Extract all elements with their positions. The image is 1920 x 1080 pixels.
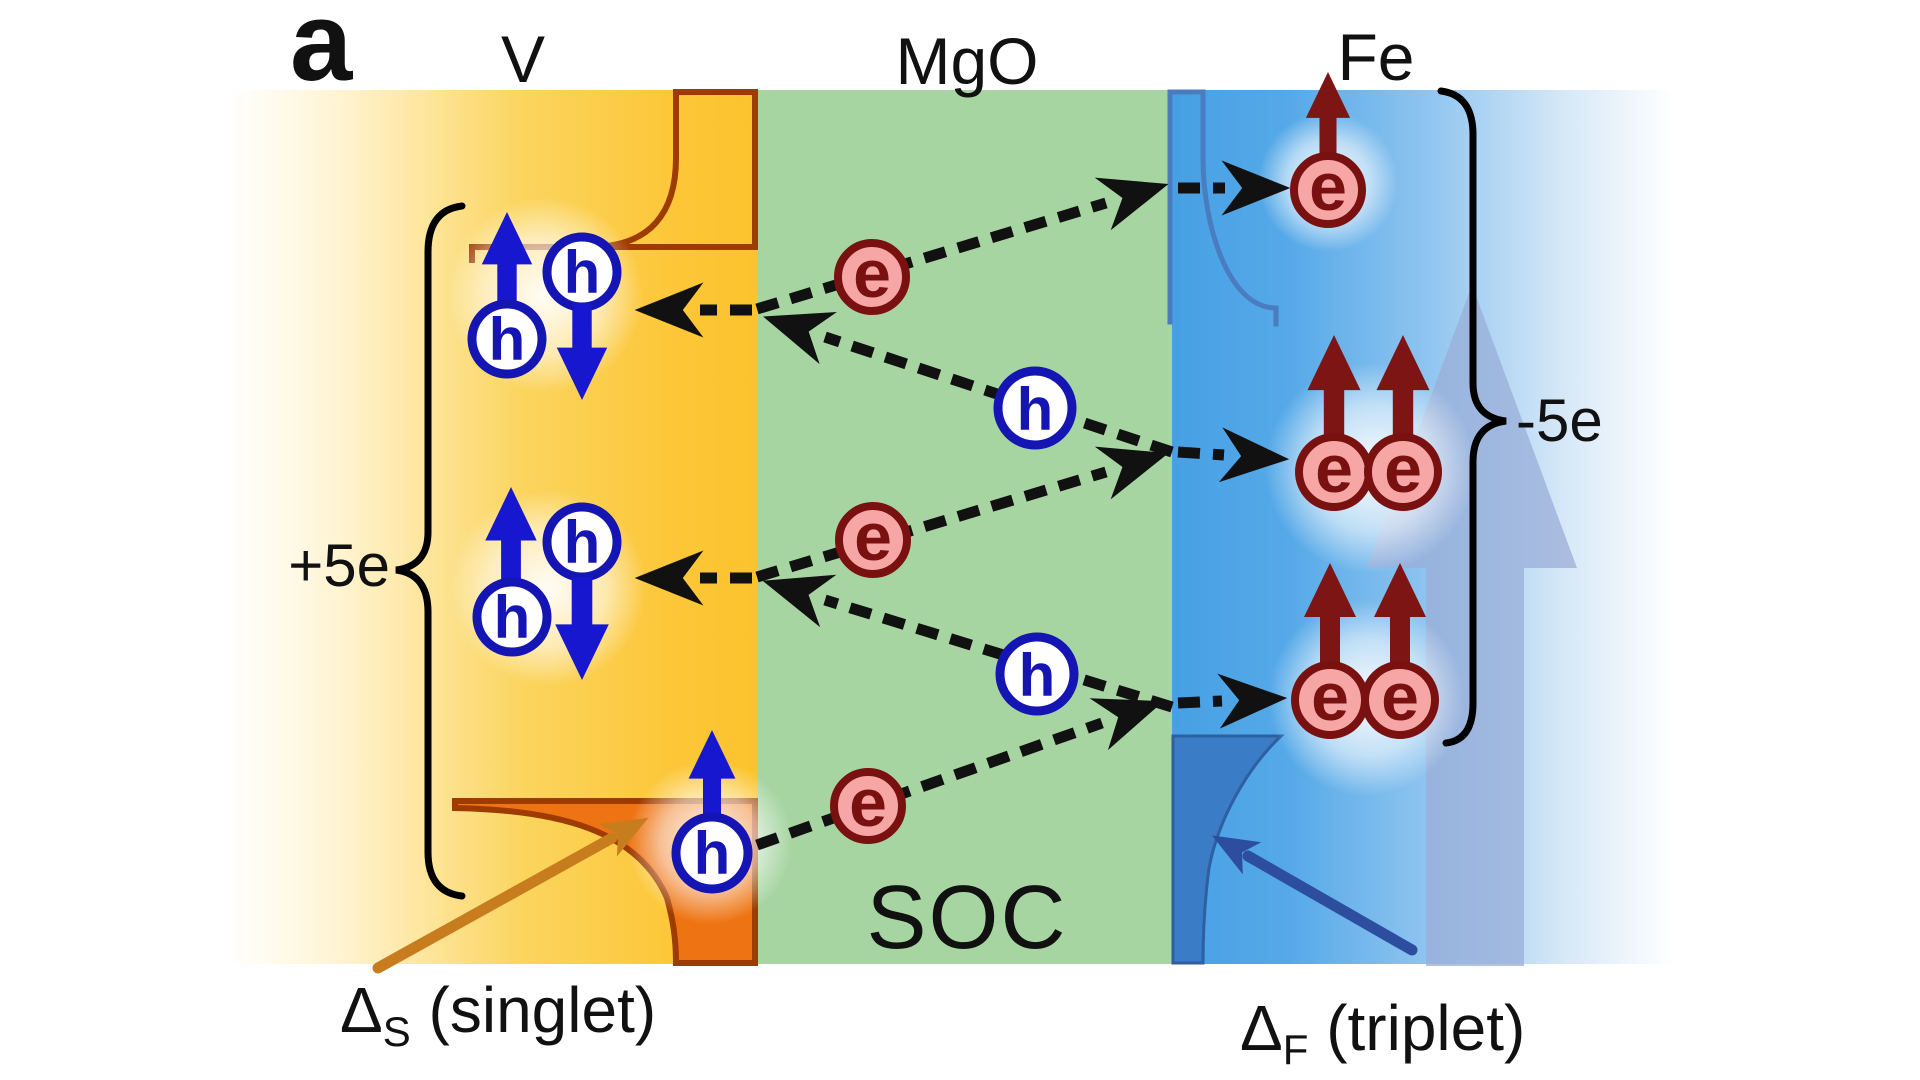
panel-label: a bbox=[290, 0, 353, 104]
singlet-gap-pointer-arrow bbox=[372, 817, 649, 974]
region-label-v: V bbox=[501, 22, 545, 96]
electron-symbol bbox=[830, 768, 906, 844]
hole-label: h bbox=[489, 306, 526, 373]
charge-label-minus-5e: -5e bbox=[1516, 387, 1603, 454]
soc-label: SOC bbox=[866, 868, 1067, 968]
singlet-gap-caption: ΔS (singlet) bbox=[340, 974, 656, 1055]
fe-electron-pair-bottom: e e bbox=[1291, 563, 1439, 739]
fe-injection-arrow-bottom bbox=[1177, 673, 1288, 729]
region-label-mgo: MgO bbox=[895, 24, 1038, 98]
mgo-particles: e h e h e bbox=[830, 236, 1079, 844]
electron-label: e bbox=[853, 236, 891, 312]
electron-label: e bbox=[1381, 659, 1419, 735]
minus-5e-brace bbox=[1437, 87, 1507, 747]
fe-dos-above-gap bbox=[1167, 89, 1279, 327]
electron-symbol bbox=[1364, 433, 1442, 511]
hole-label: h bbox=[694, 820, 731, 887]
hole-pair-middle: h h bbox=[472, 487, 622, 680]
hole-label: h bbox=[1017, 376, 1054, 443]
charge-label-plus-5e: +5e bbox=[288, 532, 390, 599]
hole-symbol bbox=[467, 299, 547, 379]
triplet-condensate-dos bbox=[1171, 734, 1285, 965]
triplet-gap-pointer-arrow bbox=[1211, 835, 1418, 956]
fe-injection-arrow-middle bbox=[1177, 427, 1290, 483]
hole-bottom-interface: h bbox=[671, 730, 753, 894]
hole-symbol bbox=[993, 366, 1077, 450]
hole-label: h bbox=[494, 584, 531, 651]
electron-label: e bbox=[1384, 431, 1422, 507]
hole-label: h bbox=[564, 239, 601, 306]
hole-symbol bbox=[995, 632, 1079, 716]
transport-electron-middle-arrow bbox=[755, 446, 1169, 583]
hole-symbol bbox=[472, 577, 552, 657]
electron-symbol bbox=[835, 502, 911, 578]
mgo-region bbox=[758, 90, 1172, 964]
electron-label: e bbox=[854, 499, 892, 575]
hole-pair-top: h h bbox=[467, 212, 622, 400]
plus-5e-brace bbox=[395, 202, 466, 900]
region-label-fe: Fe bbox=[1337, 20, 1414, 94]
hole-label: h bbox=[564, 509, 601, 576]
electron-label: e bbox=[1309, 149, 1347, 225]
electron-label: e bbox=[1315, 431, 1353, 507]
transport-electron-bottom-arrow bbox=[755, 698, 1164, 851]
electron-symbol bbox=[834, 239, 910, 315]
fe-electron-pair-middle: e e bbox=[1295, 335, 1442, 511]
hole-label: h bbox=[1019, 642, 1056, 709]
hole-symbol bbox=[671, 812, 753, 894]
transport-electron-top-arrow bbox=[755, 177, 1169, 315]
electron-label: e bbox=[849, 765, 887, 841]
electron-symbol bbox=[1290, 152, 1366, 228]
electron-symbol bbox=[1361, 661, 1439, 739]
electron-label: e bbox=[1311, 659, 1349, 735]
transport-hole-lower-arrow bbox=[762, 574, 1174, 713]
triplet-gap-caption: ΔF (triplet) bbox=[1240, 992, 1525, 1073]
fe-electron-top: e bbox=[1290, 72, 1366, 228]
